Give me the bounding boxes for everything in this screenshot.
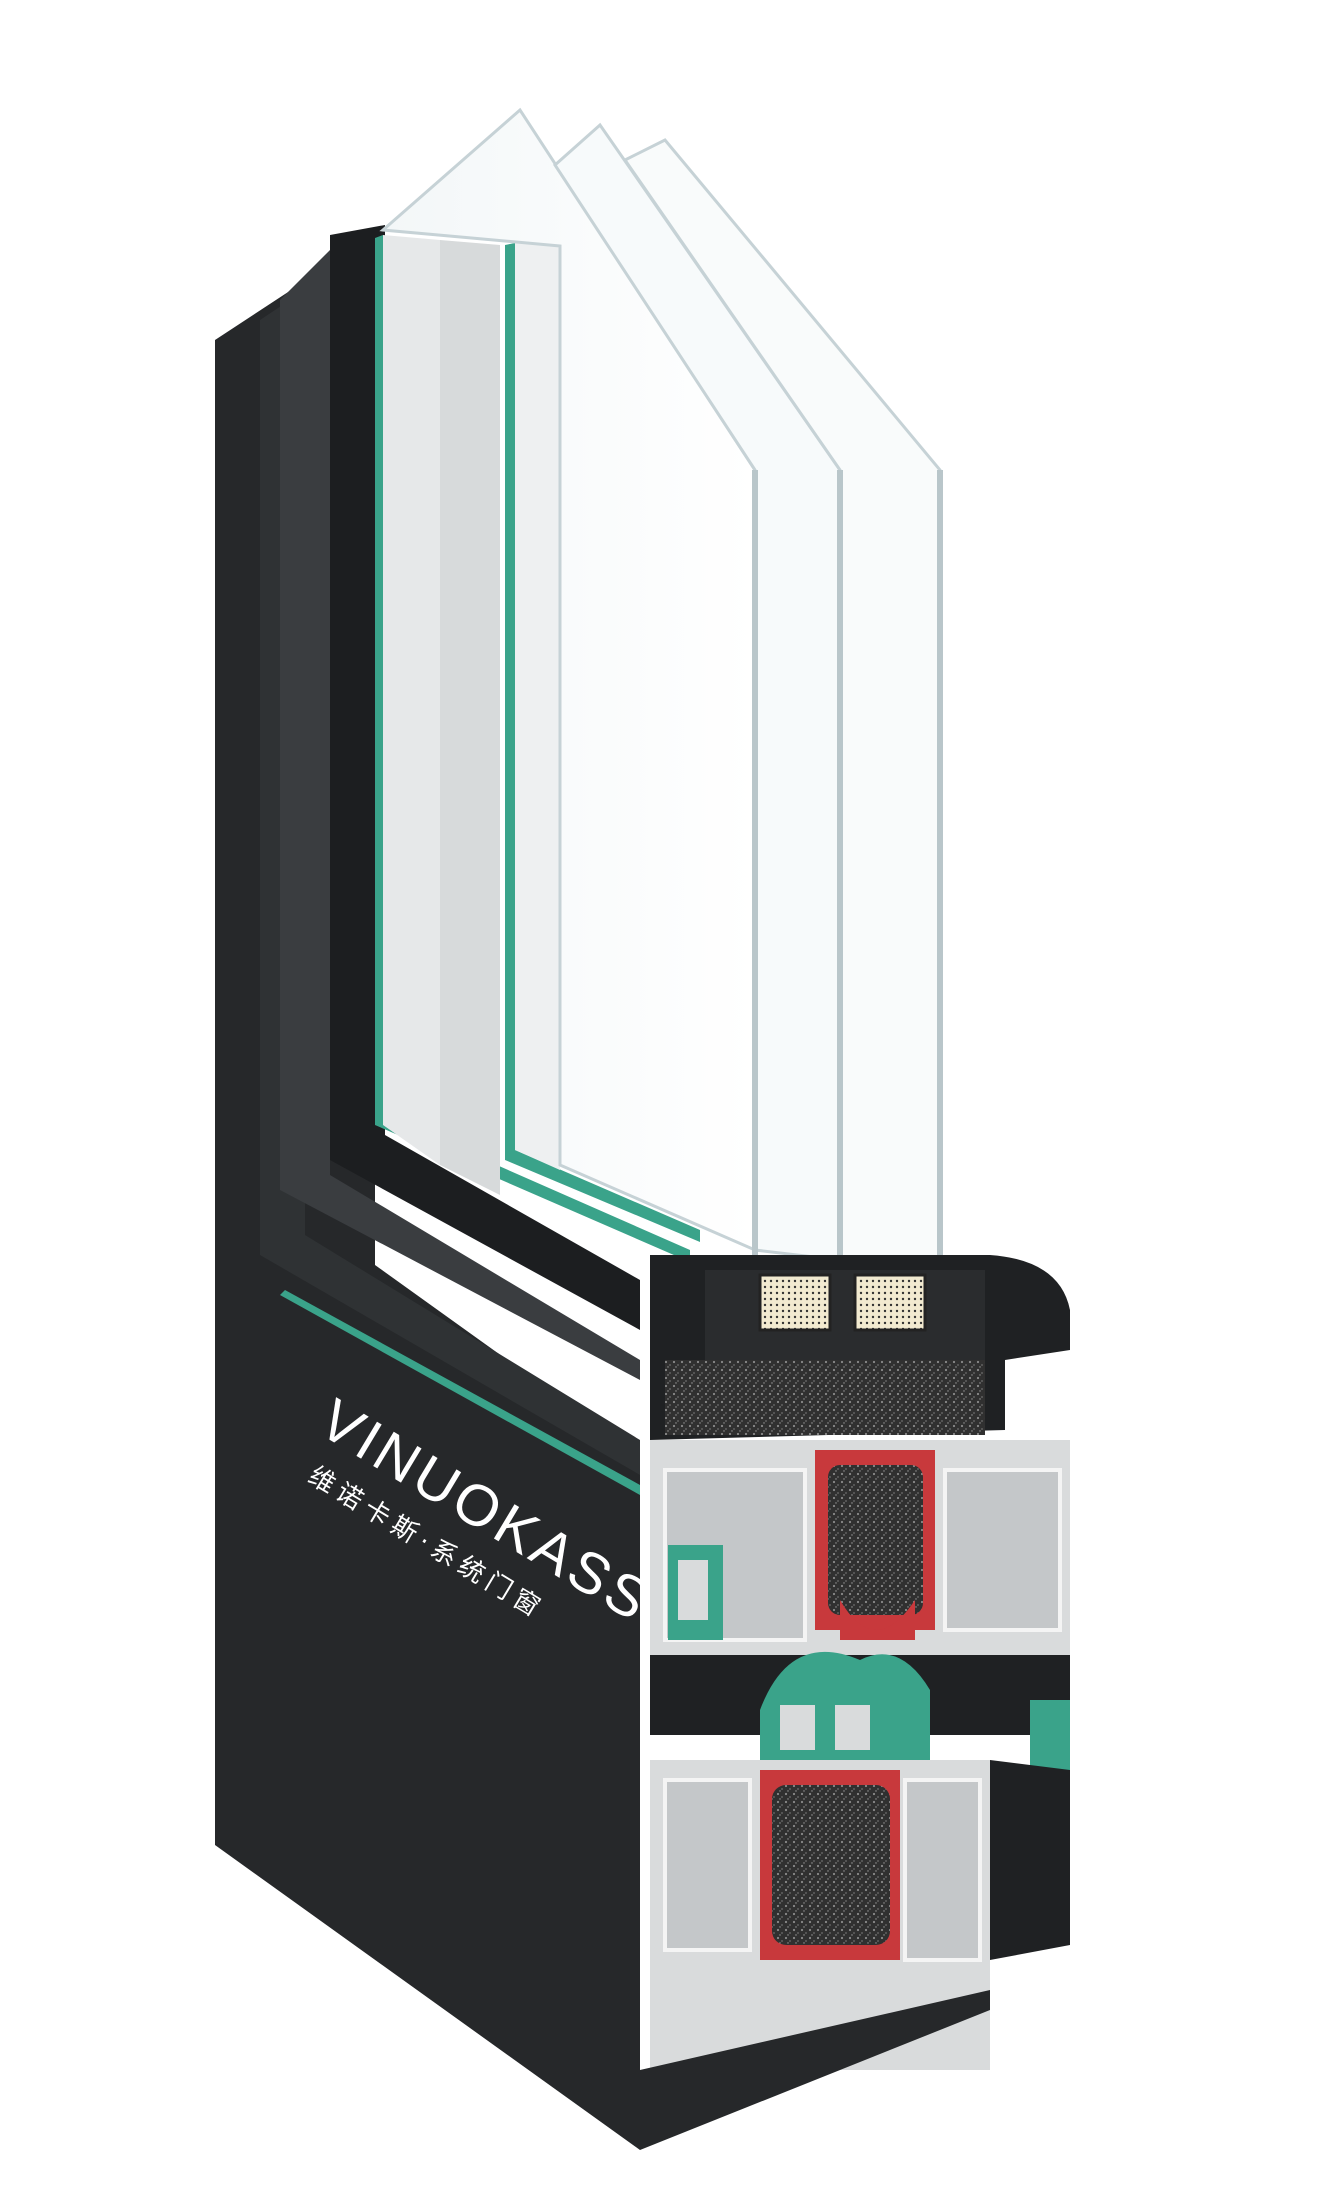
insulation-foam <box>665 1360 985 1435</box>
outer-frame <box>215 225 640 2150</box>
thermal-break-stripes <box>280 235 700 1495</box>
insulation-foam <box>772 1785 890 1945</box>
spacer-desiccant <box>758 1273 832 1332</box>
glass-panes <box>379 107 943 1290</box>
cross-section <box>640 1255 1070 2150</box>
insulation-foam <box>828 1465 923 1615</box>
spacer-desiccant <box>853 1273 927 1332</box>
glazing-spacers <box>383 235 560 1195</box>
